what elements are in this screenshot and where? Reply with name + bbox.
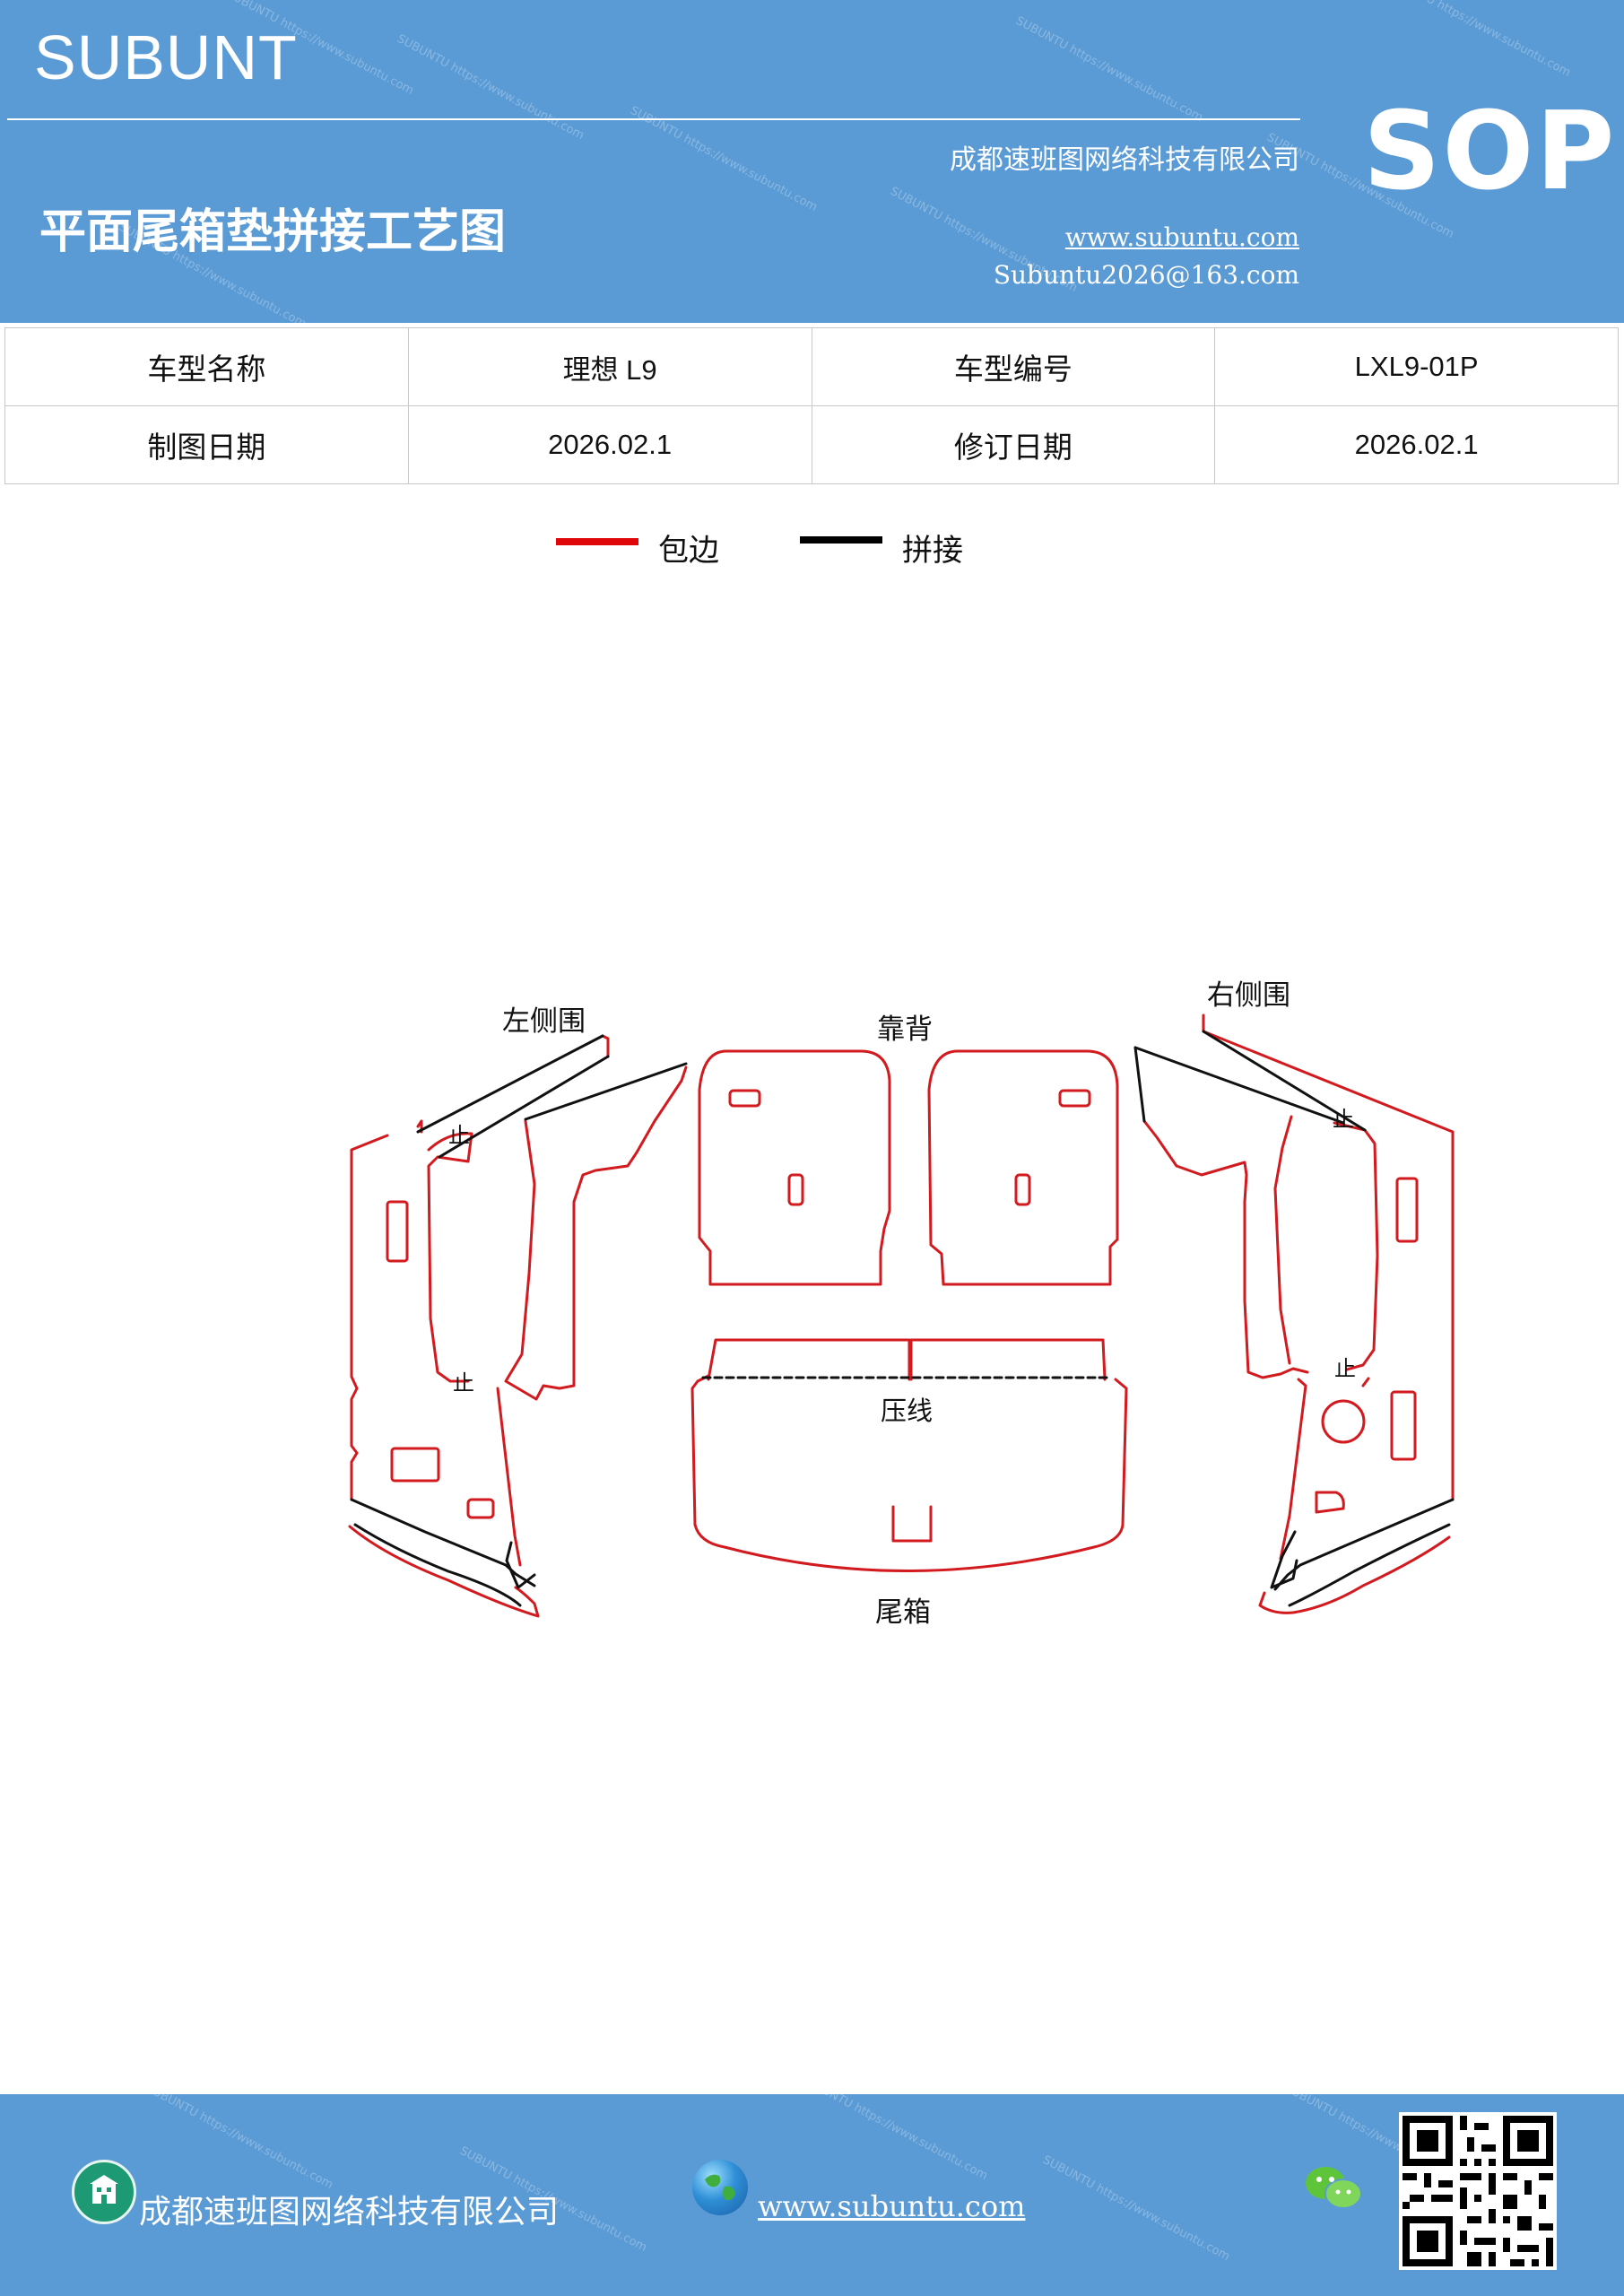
header-divider [7, 118, 1300, 120]
header-banner: SUBUNTU https://www.subuntu.com SUBUNTU … [0, 0, 1624, 323]
trunk-floor-panel [690, 1374, 1128, 1572]
backrest-right-slot [1058, 1089, 1091, 1108]
watermark: SUBUNTU https://www.subuntu.com [1040, 2152, 1232, 2265]
building-icon [72, 2160, 136, 2224]
table-row: 车型名称 理想 L9 车型编号 LXL9-01P [4, 327, 1619, 406]
backrest-right-panel [927, 1049, 1119, 1286]
right-side-label: 右侧围 [1207, 979, 1290, 1012]
footer-company-name: 成都速班图网络科技有限公司 [139, 2194, 560, 2231]
draw-date-label: 制图日期 [4, 405, 409, 484]
stop-mark: 止 [448, 1123, 470, 1148]
left-seam [353, 1523, 522, 1607]
stop-mark: 止 [1333, 1107, 1354, 1132]
revision-date-label: 修订日期 [811, 405, 1216, 484]
left-seam [350, 1498, 536, 1587]
draw-date-value: 2026.02.1 [407, 405, 812, 484]
left-panel-slot [466, 1498, 495, 1519]
right-panel-slot [1390, 1390, 1417, 1461]
left-side-panel [601, 1034, 610, 1058]
trunk-notch [891, 1505, 933, 1543]
right-seam [1202, 1030, 1367, 1132]
left-side-panel [350, 1134, 389, 1501]
stop-mark: 止 [1334, 1356, 1356, 1381]
left-side-label: 左侧围 [502, 1005, 586, 1038]
brand-logo-text: SUBUNT [34, 22, 298, 92]
trunk-flap-left [707, 1338, 911, 1381]
right-seam [1270, 1530, 1298, 1589]
left-inner-panel [504, 1065, 688, 1401]
watermark: SUBUNTU https://www.subuntu.com [798, 2094, 990, 2184]
right-bottom-strip [1258, 1535, 1451, 1614]
trunk-label: 尾箱 [875, 1596, 931, 1629]
legend-seam-label: 拼接 [902, 533, 963, 569]
globe-icon [692, 2160, 748, 2215]
stop-mark: 止 [453, 1370, 474, 1396]
right-seam [1133, 1046, 1345, 1125]
legend-edge-label: 包边 [658, 533, 719, 569]
left-seam [505, 1541, 536, 1589]
crease-label: 压线 [881, 1396, 934, 1426]
right-seam [1273, 1498, 1455, 1591]
left-side-panel [416, 1119, 423, 1134]
right-seam [1133, 1046, 1146, 1123]
company-name: 成都速班图网络科技有限公司 [950, 144, 1299, 176]
qr-code [1399, 2112, 1557, 2270]
backrest-label: 靠背 [877, 1013, 933, 1046]
model-code-value: LXL9-01P [1214, 327, 1619, 406]
vehicle-info-table: 车型名称 理想 L9 车型编号 LXL9-01P 制图日期 2026.02.1 … [4, 327, 1619, 484]
right-side-panel [1361, 1377, 1370, 1387]
page-title: 平面尾箱垫拼接工艺图 [39, 205, 507, 259]
table-row: 制图日期 2026.02.1 修订日期 2026.02.1 [4, 405, 1619, 484]
left-panel-slot [386, 1200, 409, 1263]
footer-website-link[interactable]: www.subuntu.com [758, 2189, 1026, 2223]
model-code-label: 车型编号 [811, 327, 1216, 406]
trunk-flap-right [909, 1338, 1107, 1381]
watermark: SUBUNTU https://www.subuntu.com [143, 2094, 335, 2193]
wechat-icon[interactable] [1302, 2161, 1365, 2215]
left-seam [416, 1034, 604, 1134]
right-side-panel [1279, 1378, 1307, 1561]
model-name-value: 理想 L9 [407, 327, 812, 406]
revision-date-value: 2026.02.1 [1214, 405, 1619, 484]
legend-edge-swatch [556, 538, 638, 545]
right-panel-slot [1315, 1491, 1345, 1514]
right-inner-panel [1142, 1119, 1309, 1379]
backrest-left-panel [698, 1049, 891, 1286]
right-inner-panel [1333, 1121, 1379, 1371]
right-panel-hole [1321, 1399, 1366, 1444]
left-seam [438, 1055, 610, 1159]
legend-seam-swatch [800, 536, 882, 544]
website-link[interactable]: www.subuntu.com [1064, 222, 1299, 252]
left-panel-slot [390, 1447, 440, 1483]
backrest-right-slot [1014, 1173, 1031, 1206]
sop-badge: SOP [1363, 90, 1617, 214]
right-inner-panel [1273, 1115, 1293, 1365]
left-side-panel [496, 1387, 522, 1567]
email-address: Subuntu2026@163.com [993, 260, 1299, 290]
backrest-left-slot [787, 1173, 804, 1206]
right-seam [1288, 1523, 1451, 1607]
left-bottom-strip [348, 1525, 540, 1618]
right-panel-slot [1395, 1177, 1419, 1243]
right-side-panel [1202, 1013, 1455, 1501]
model-name-label: 车型名称 [4, 327, 409, 406]
left-inner-panel [427, 1132, 473, 1383]
left-seam [524, 1062, 688, 1121]
backrest-left-slot [728, 1089, 761, 1108]
